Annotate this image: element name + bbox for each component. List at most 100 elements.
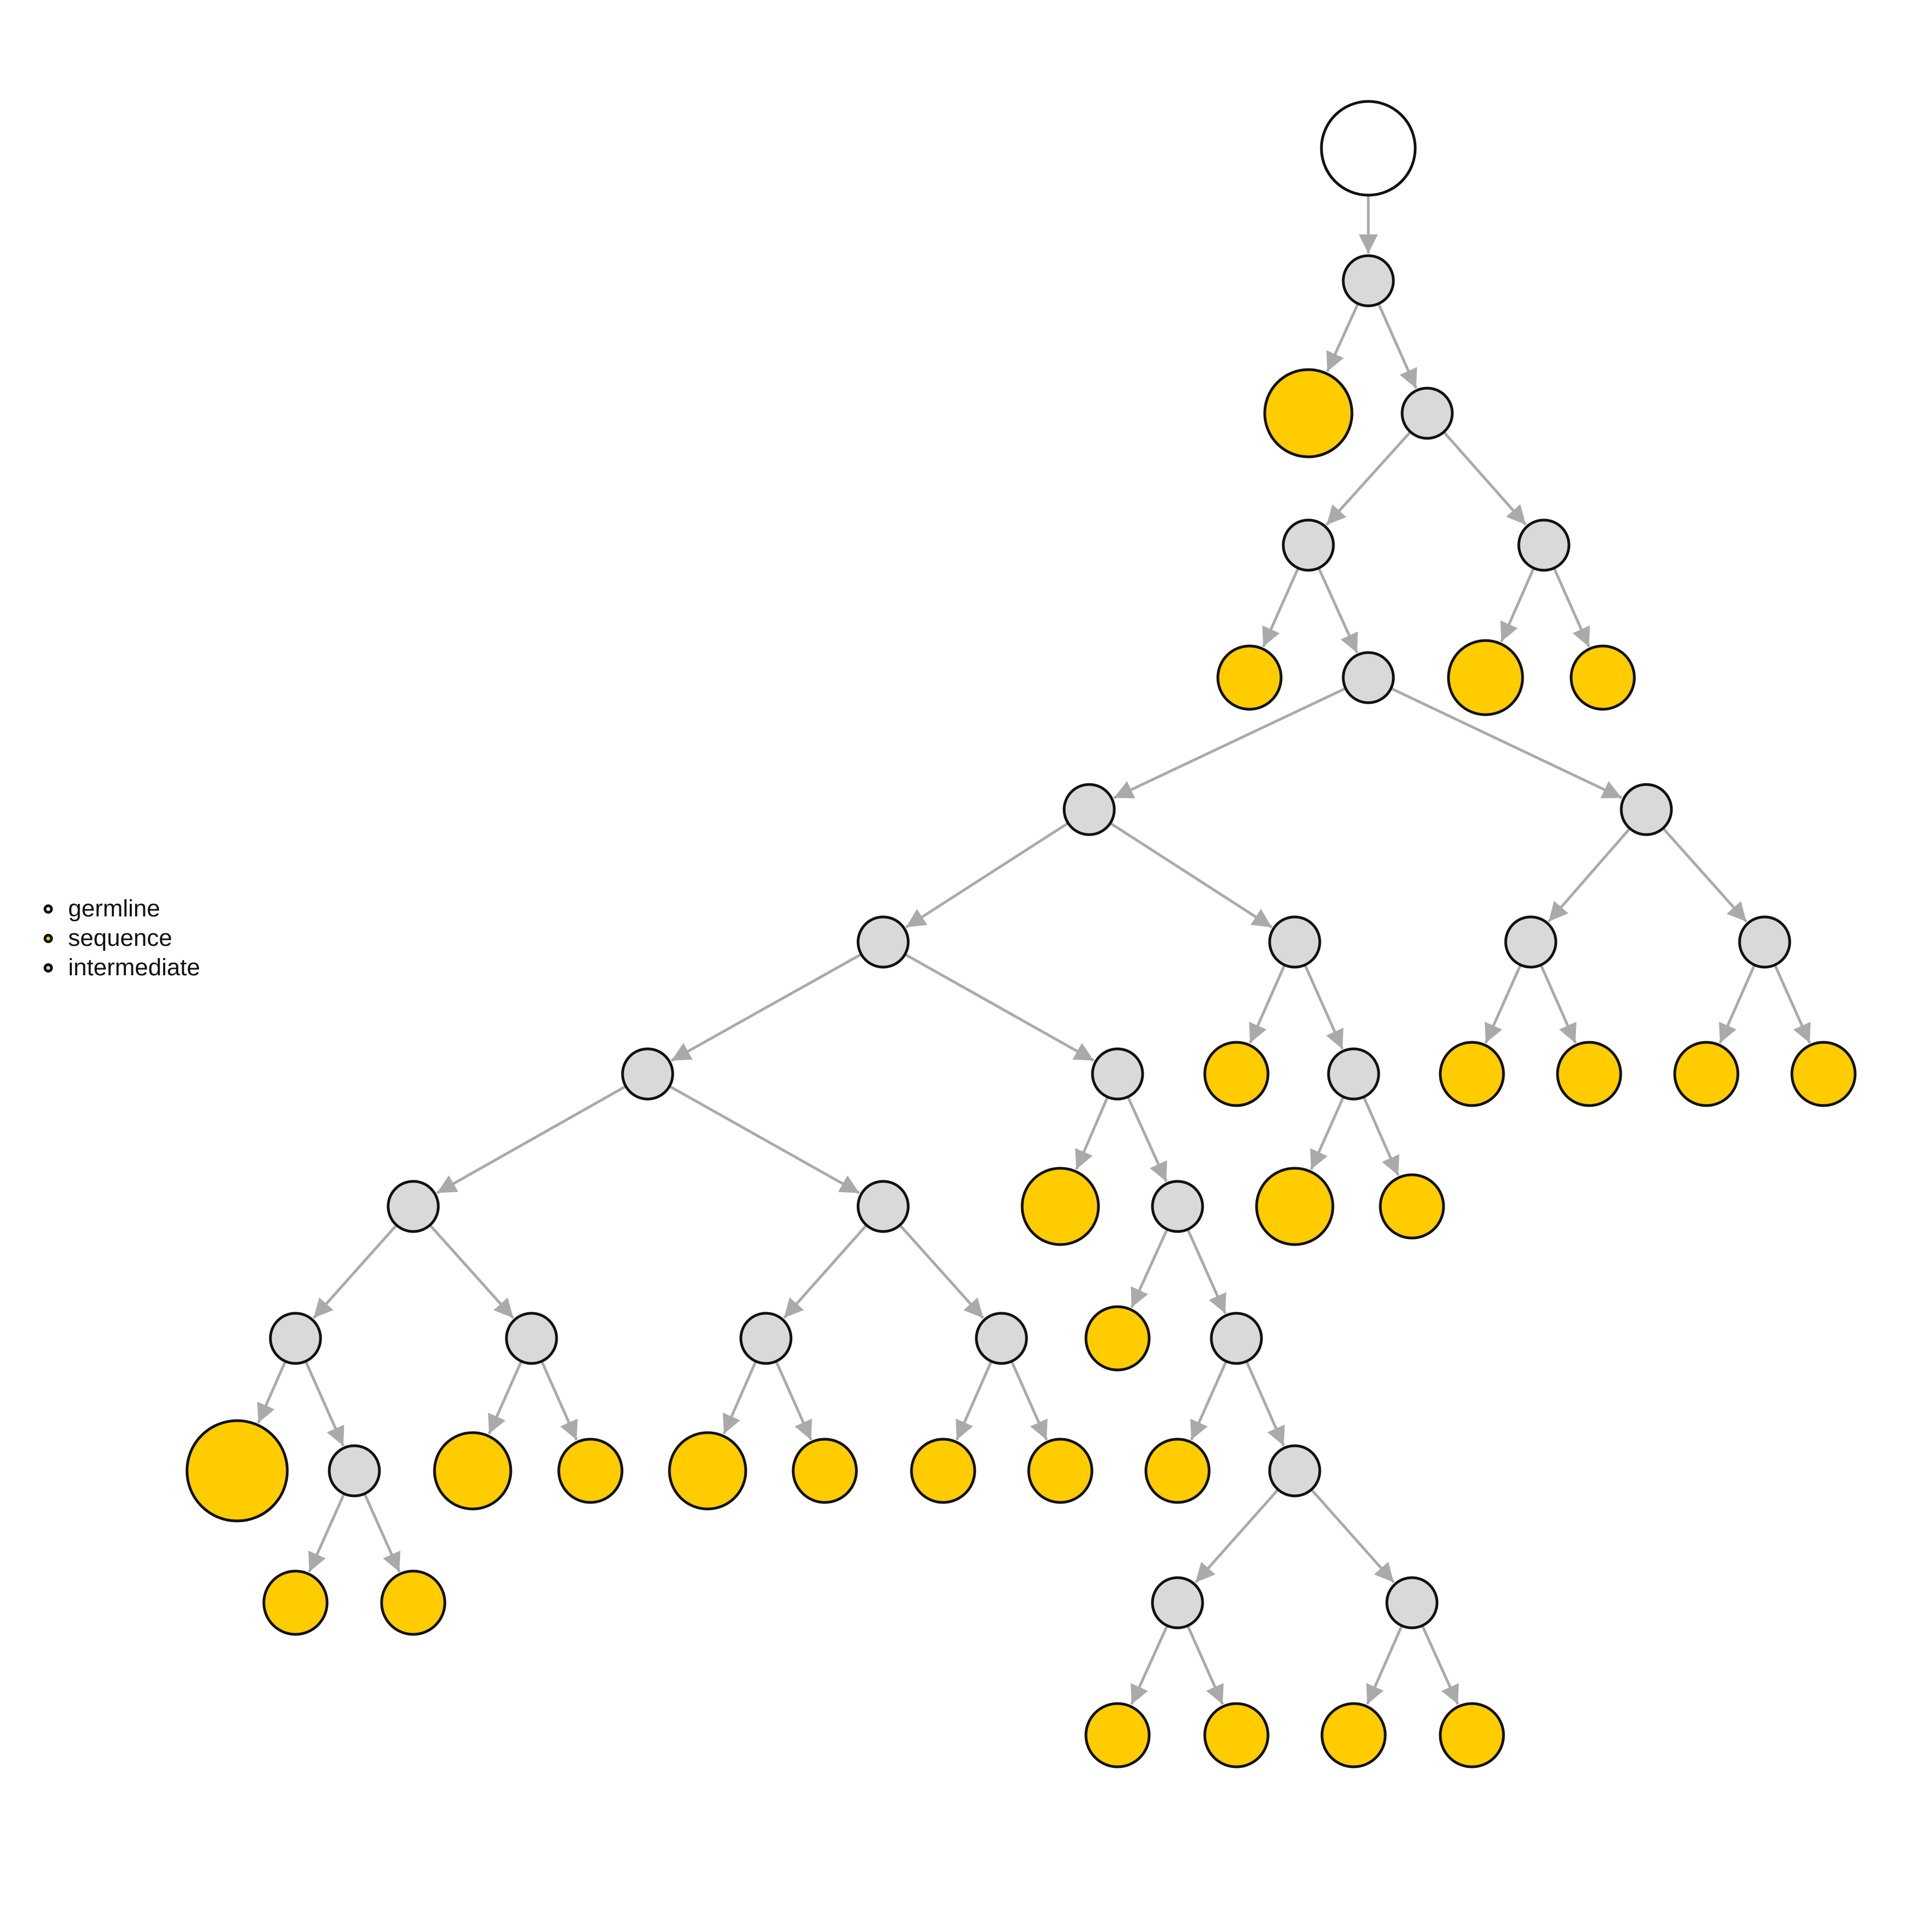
sequence-node <box>185 1419 289 1523</box>
edge-arrow <box>783 1225 867 1319</box>
legend: germline sequence intermediate <box>44 894 200 982</box>
edge-arrow <box>1113 687 1345 799</box>
sequence-node <box>910 1438 976 1504</box>
sequence-node <box>1203 1702 1270 1768</box>
edge-arrow <box>1326 304 1359 372</box>
intermediate-node <box>1738 915 1791 969</box>
sequence-node <box>262 1569 329 1636</box>
edge-arrow <box>1075 1097 1109 1170</box>
intermediate-node <box>1151 1180 1204 1233</box>
intermediate-node <box>328 1444 381 1498</box>
sequence-swatch-icon <box>44 933 53 943</box>
sequence-node <box>1216 644 1283 711</box>
edge-arrow <box>487 1361 522 1435</box>
edge-arrow <box>436 1085 626 1194</box>
edge-arrow <box>1187 1229 1227 1314</box>
edge-arrow <box>1309 1097 1344 1170</box>
legend-item-sequence: sequence <box>44 923 200 953</box>
edge-arrow <box>1391 687 1622 799</box>
sequence-node <box>1447 639 1524 716</box>
edge-arrow <box>1663 828 1748 923</box>
intermediate-node <box>1151 1576 1204 1629</box>
intermediate-node <box>1342 651 1395 704</box>
edge-arrow <box>1011 1361 1048 1441</box>
legend-label: intermediate <box>68 954 201 981</box>
edge-arrow <box>1484 965 1522 1044</box>
edge-arrow <box>312 1225 397 1319</box>
intermediate-node <box>1620 783 1673 836</box>
edge-arrow <box>1130 1626 1168 1705</box>
intermediate-node <box>1517 518 1571 572</box>
edge-arrow <box>1500 568 1535 643</box>
edge-arrow <box>257 1361 286 1424</box>
edge-arrow <box>541 1361 578 1441</box>
sequence-node <box>1379 1173 1445 1240</box>
sequence-node <box>1439 1702 1505 1768</box>
intermediate-node <box>975 1312 1028 1365</box>
edge-arrow <box>1187 1626 1224 1705</box>
sequence-node <box>1255 1167 1335 1246</box>
edge-layer <box>257 196 1812 1705</box>
edge-arrow <box>955 1361 992 1441</box>
edge-arrow <box>364 1494 401 1573</box>
intermediate-node <box>1062 783 1116 836</box>
legend-item-intermediate: intermediate <box>44 953 200 982</box>
sequence-node <box>1144 1438 1211 1504</box>
sequence-node <box>557 1438 624 1504</box>
sequence-node <box>1790 1041 1857 1107</box>
sequence-node <box>1569 644 1636 711</box>
edge-arrow <box>1421 1626 1459 1705</box>
sequence-node <box>792 1438 858 1504</box>
edge-arrow <box>1547 828 1631 922</box>
node-layer <box>185 100 1857 1768</box>
intermediate-node <box>856 1180 910 1233</box>
edge-arrow <box>775 1361 813 1441</box>
legend-label: germline <box>68 895 160 922</box>
germline-node <box>1320 100 1417 197</box>
intermediate-node <box>387 1180 440 1233</box>
edge-arrow <box>1190 1361 1227 1441</box>
sequence-node <box>1021 1167 1100 1246</box>
edge-arrow <box>1110 822 1273 929</box>
intermediate-node <box>1342 254 1395 307</box>
edge-arrow <box>1248 965 1285 1044</box>
sequence-node <box>433 1431 512 1511</box>
intermediate-node <box>1385 1576 1439 1629</box>
intermediate-node <box>1268 1444 1321 1498</box>
edge-arrow <box>1311 1489 1395 1584</box>
edge-arrow <box>1540 965 1577 1044</box>
intermediate-node <box>856 915 910 969</box>
intermediate-node <box>739 1312 793 1365</box>
edge-arrow <box>1366 1626 1403 1705</box>
intermediate-node <box>269 1312 322 1365</box>
intermediate-node <box>1282 518 1335 572</box>
edge-arrow <box>1130 1229 1168 1308</box>
intermediate-node <box>1327 1047 1380 1101</box>
intermediate-node <box>1210 1312 1263 1365</box>
edge-arrow <box>1774 965 1812 1044</box>
edge-arrow <box>905 822 1068 929</box>
sequence-node <box>1084 1305 1151 1372</box>
edge-arrow <box>1194 1489 1278 1584</box>
edge-arrow <box>1443 432 1527 526</box>
sequence-node <box>1263 368 1354 458</box>
edge-arrow <box>671 953 861 1062</box>
edge-arrow <box>1318 568 1359 654</box>
edge-arrow <box>899 1225 985 1319</box>
sequence-node <box>1673 1041 1740 1107</box>
edge-arrow <box>1246 1361 1285 1447</box>
edge-arrow <box>669 1085 860 1194</box>
edge-arrow <box>1718 965 1755 1044</box>
sequence-node <box>1439 1041 1505 1107</box>
edge-arrow <box>1304 965 1344 1050</box>
intermediate-node <box>621 1047 674 1101</box>
edge-arrow <box>1363 1097 1400 1176</box>
legend-item-germline: germline <box>44 894 200 923</box>
edge-arrow <box>722 1361 757 1435</box>
sequence-node <box>1556 1041 1622 1107</box>
sequence-node <box>1320 1702 1387 1768</box>
intermediate-node <box>1268 915 1321 969</box>
intermediate-swatch-icon <box>44 963 53 973</box>
intermediate-node <box>1091 1047 1144 1101</box>
edge-arrow <box>1378 304 1417 389</box>
